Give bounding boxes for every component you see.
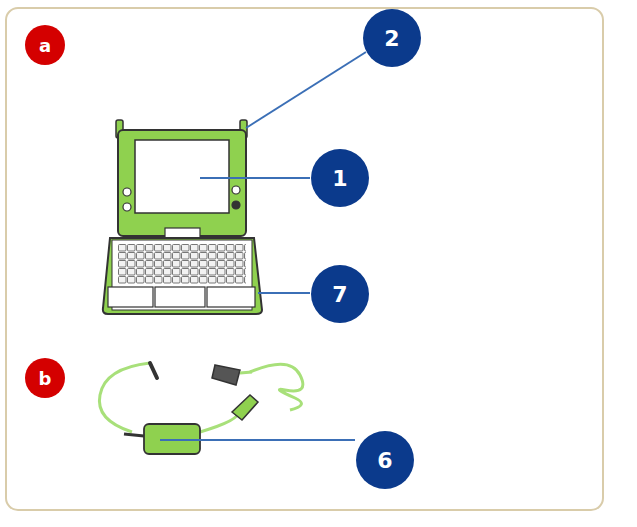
- callout-circle: 2: [363, 9, 421, 67]
- panel-letter: a: [39, 35, 51, 56]
- callout-circle: 1: [311, 149, 369, 207]
- callout-circle: 7: [311, 265, 369, 323]
- panel-letter-badge: a: [25, 25, 65, 65]
- callout-circle: 6: [356, 431, 414, 489]
- leader-line: [160, 439, 355, 441]
- callout-number: 2: [384, 26, 399, 51]
- screen-frame: [118, 130, 246, 236]
- callout-number: 6: [377, 448, 392, 473]
- cable: [99, 363, 150, 432]
- keyboard-base: [103, 238, 262, 314]
- panel-letter: b: [39, 368, 52, 389]
- callout-number: 1: [332, 166, 347, 191]
- leader-line: [258, 292, 310, 294]
- leader-line: [200, 177, 310, 179]
- screen: [135, 140, 229, 213]
- callout-number: 7: [332, 282, 347, 307]
- panel-letter-badge: b: [25, 358, 65, 398]
- cable: [200, 412, 238, 432]
- leader-line: [246, 52, 366, 128]
- panel-border: [6, 8, 603, 510]
